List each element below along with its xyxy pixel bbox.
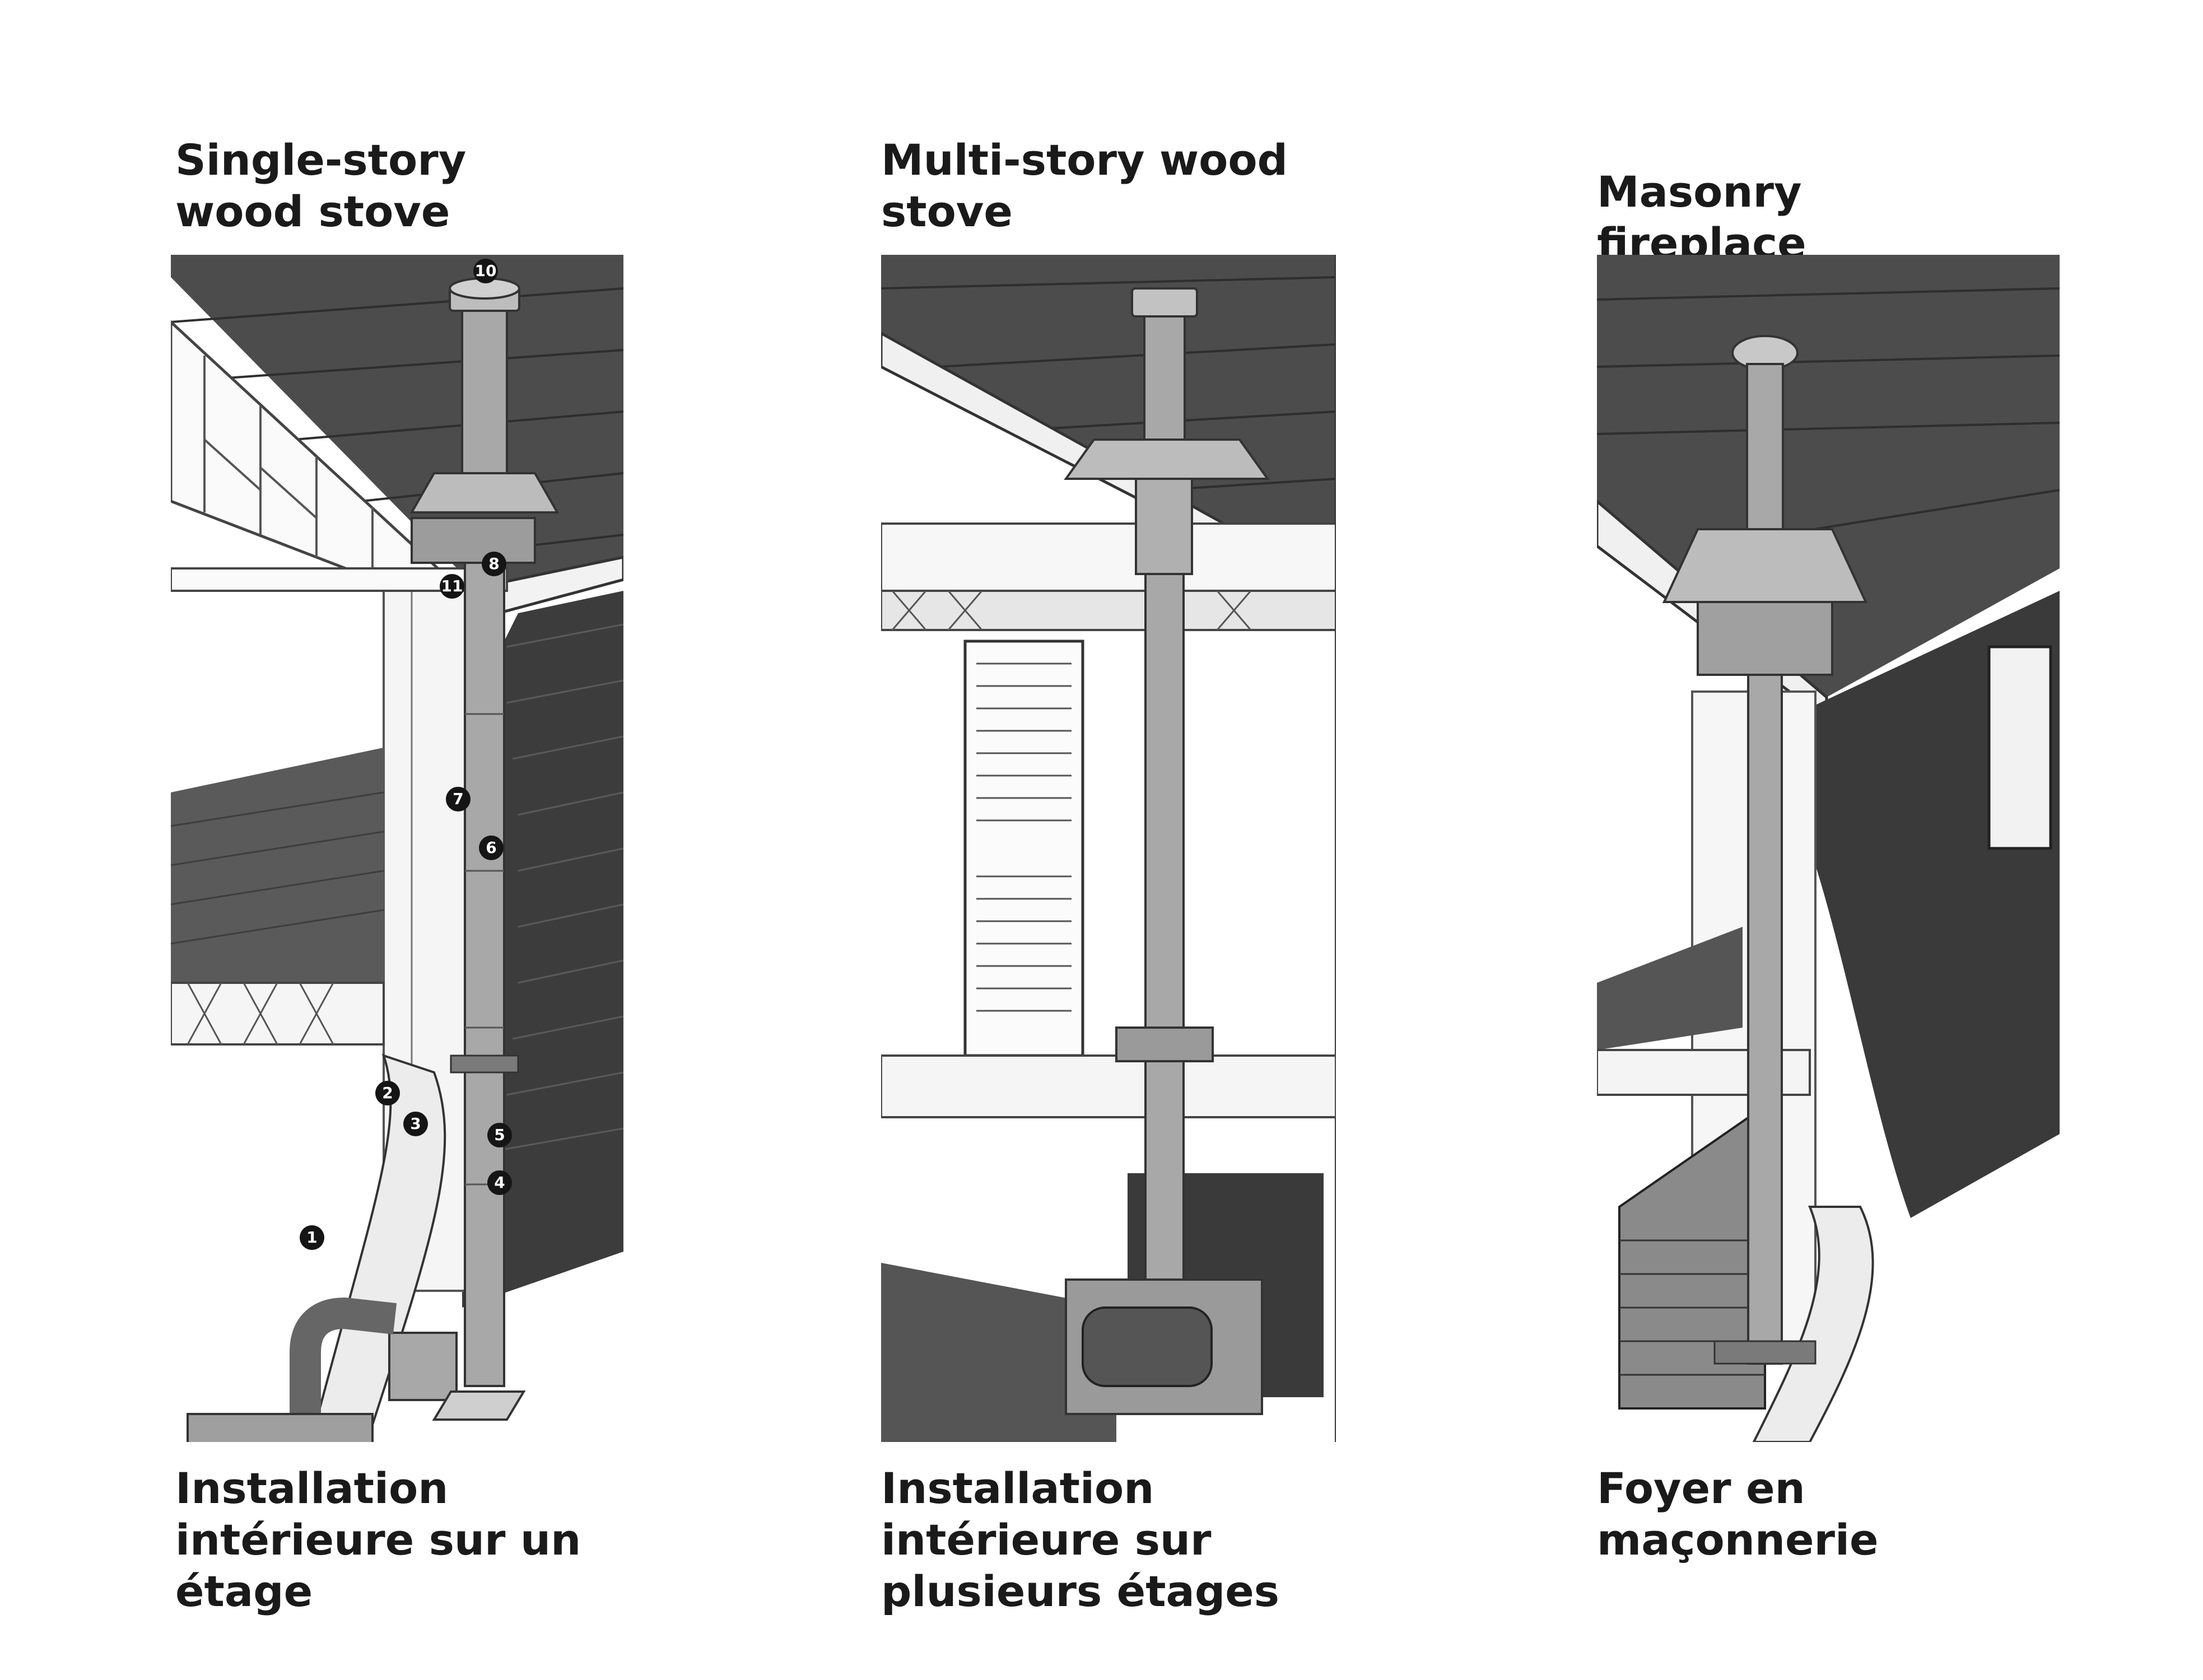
lower-floor-joist [881, 1054, 1336, 1118]
chimney-pipe [1144, 573, 1185, 1292]
roof-flashing [1064, 438, 1270, 480]
panel-3-title: Masonry fireplace [1597, 167, 1806, 268]
wall-thimble [388, 1332, 458, 1401]
panel-1-caption: Installation intérieure sur un étage [175, 1463, 581, 1616]
chimney-pipe-upper [1143, 315, 1186, 446]
floor [1597, 927, 1743, 1050]
callout-5: 5 [487, 1123, 512, 1147]
callout-10: 10 [473, 259, 498, 283]
callout-1: 1 [300, 1225, 324, 1250]
insulation-joist [881, 590, 1336, 631]
wood-stove [187, 1413, 374, 1442]
callout-2: 2 [375, 1081, 400, 1105]
roof-support [1697, 601, 1833, 676]
panel-1-title: Single-story wood stove [175, 135, 467, 236]
roof-shingles [881, 255, 1336, 557]
chimney-pipe [464, 562, 505, 1387]
foundation-insulation [309, 1053, 446, 1442]
rain-cap [1131, 287, 1198, 318]
panel-3-caption: Foyer en maçonnerie [1597, 1463, 1879, 1565]
multi-story-drawing [881, 255, 1336, 1442]
callout-3: 3 [403, 1112, 428, 1136]
chimney-pipe [1747, 674, 1783, 1365]
chimney-pipe-upper [461, 307, 508, 477]
callout-11: 11 [440, 574, 464, 599]
ceiling-support [1115, 1026, 1214, 1062]
panel-2-title: Multi-story wood stove [881, 135, 1288, 236]
stove-pipe [290, 1297, 397, 1442]
masonry-fireplace-drawing [1597, 255, 2060, 1442]
louvered-door [963, 640, 1084, 1057]
callout-7: 7 [446, 787, 471, 811]
tee-support [432, 1390, 526, 1421]
upper-floor-joist [881, 522, 1336, 592]
roof-support [411, 517, 536, 564]
single-story-drawing [171, 255, 623, 1442]
exterior-siding [1748, 591, 2060, 1218]
roof-shingles [171, 255, 623, 602]
callout-6: 6 [479, 836, 504, 860]
multi-story-illustration [881, 255, 1336, 1442]
single-story-illustration [171, 255, 623, 1442]
roof-flashing [409, 472, 560, 514]
panel-2-caption: Installation intérieure sur plusieurs ét… [881, 1463, 1280, 1616]
floor-joist [171, 982, 385, 1046]
callout-4: 4 [487, 1170, 512, 1195]
stove-door [1082, 1306, 1213, 1387]
fireplace-damper [1713, 1340, 1817, 1365]
lower-floor [881, 1263, 1116, 1442]
floor [171, 748, 384, 1005]
window [1987, 645, 2052, 850]
chimney-pipe-upper [1746, 363, 1784, 533]
roof-flashing [1662, 528, 1868, 603]
masonry-fireplace-illustration [1597, 255, 2060, 1442]
foundation-insulation [1752, 1206, 1874, 1442]
callout-8: 8 [482, 552, 506, 576]
wall-band [450, 1054, 519, 1074]
firestop [1135, 478, 1193, 575]
